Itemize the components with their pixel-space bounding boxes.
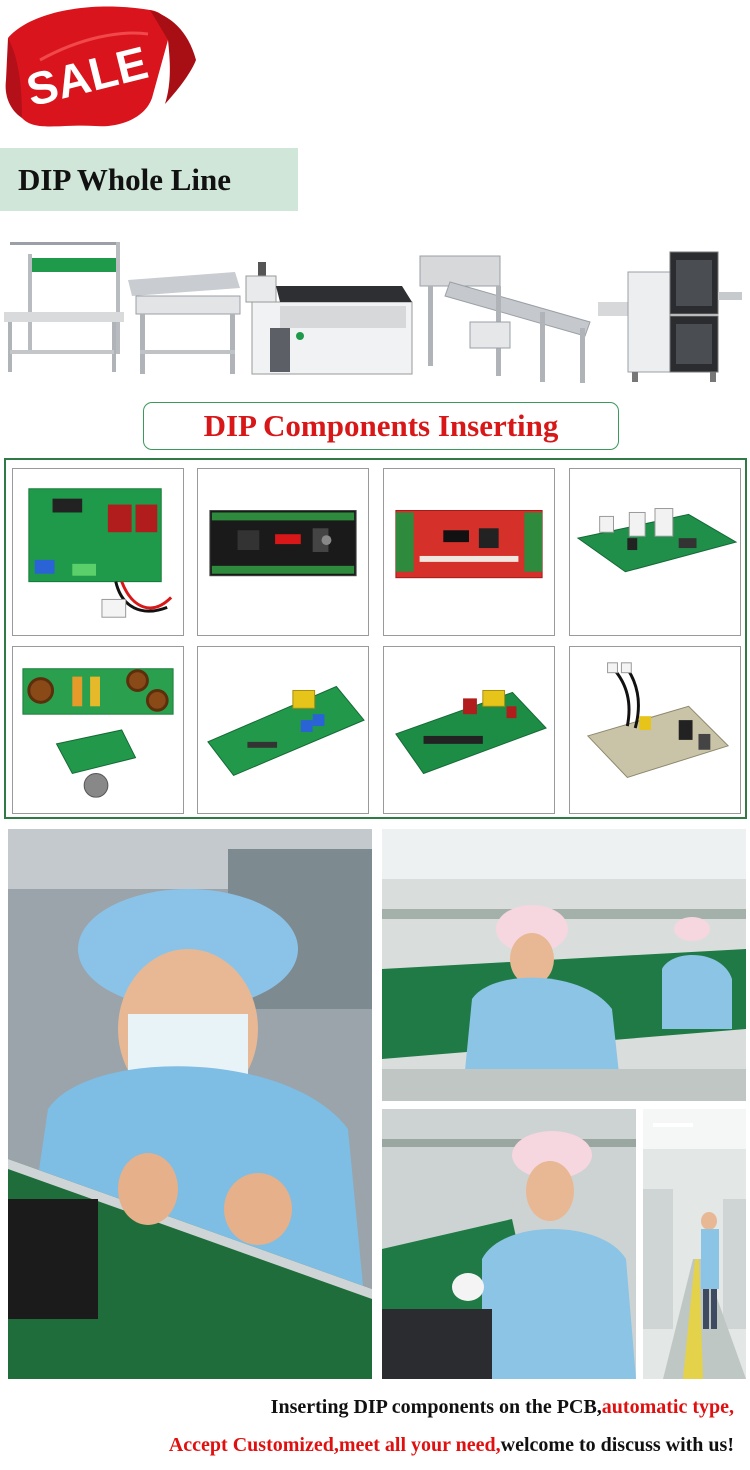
pcb-sample-relay-control-board — [383, 646, 555, 814]
caption-line-2: Accept Customized,meet all your need,wel… — [169, 1434, 734, 1457]
caption-line-1-black: Inserting DIP components on the PCB, — [270, 1396, 602, 1418]
sale-ribbon-icon: SALE — [5, 6, 196, 127]
whole-line-heading: DIP Whole Line — [0, 148, 298, 211]
relay-control-board-icon — [395, 689, 547, 775]
caption-line-1-red: automatic type, — [601, 1396, 734, 1418]
green-connector-board-icon — [576, 508, 738, 573]
worker-handling-pcb-icon — [382, 1109, 636, 1379]
pcb-sample-connector-board — [569, 468, 741, 636]
pcb-sample-grid — [4, 458, 747, 819]
transformer-driver-board-icon — [207, 685, 365, 777]
assembly-workbench-icon — [4, 242, 124, 372]
photo-factory-aisle — [643, 1109, 746, 1379]
power-supply-board-icon — [586, 662, 730, 778]
inclined-conveyor-icon — [419, 255, 591, 383]
wave-soldering-machine-icon — [245, 262, 413, 375]
photo-worker-closeup — [8, 829, 372, 1379]
red-controller-board-icon — [395, 510, 543, 579]
photo-assembly-line — [382, 829, 746, 1101]
pcb-conveyor-icon — [128, 272, 241, 374]
caption-line-1: Inserting DIP components on the PCB,auto… — [271, 1396, 734, 1419]
pcb-sample-black-board — [197, 468, 369, 636]
components-title: DIP Components Inserting — [203, 408, 559, 443]
pcb-unloader-icon — [598, 251, 742, 382]
caption-line-2-black: welcome to discuss with us! — [500, 1434, 734, 1456]
pcb-sample-red-board — [383, 468, 555, 636]
components-heading: DIP Components Inserting — [143, 402, 619, 450]
photo-worker-handling-pcb — [382, 1109, 636, 1379]
caption-line-2-red: Accept Customized,meet all your need, — [168, 1434, 501, 1456]
worker-inserting-components-closeup-icon — [8, 829, 372, 1379]
pcb-sample-relay-board — [12, 468, 184, 636]
pcb-sample-transformer-board — [197, 646, 369, 814]
factory-aisle-icon — [643, 1109, 746, 1379]
relay-board-with-cable-icon — [28, 488, 173, 618]
black-controller-board-icon — [209, 510, 357, 577]
machine-line-image — [0, 232, 750, 392]
whole-line-title: DIP Whole Line — [18, 161, 232, 197]
pcb-sample-power-supply-board — [569, 646, 741, 814]
inductor-power-board-icon — [22, 668, 174, 798]
worker-at-assembly-line-icon — [382, 829, 746, 1101]
sale-banner: SALE — [0, 0, 205, 140]
pcb-sample-inductor-board — [12, 646, 184, 814]
